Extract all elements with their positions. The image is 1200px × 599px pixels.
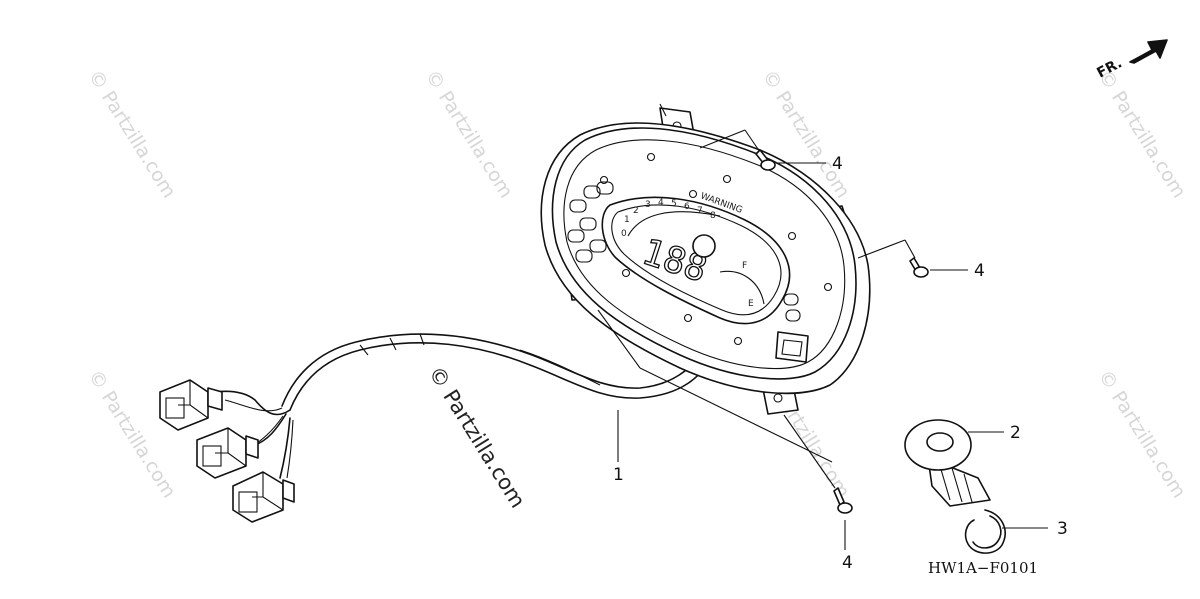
clip [964,509,1006,554]
combination-meter: 0 1 2 3 4 5 6 7 8 WARNING 188 F E [540,107,871,415]
drawing-code: HW1A−F0101 [928,559,1038,577]
brand-logo-icon [775,331,809,363]
callout-screw-bottom: 4 [842,553,853,573]
screw-top-right [755,149,776,171]
callout-clip: 3 [1057,519,1068,539]
right-indicator-lamps [783,293,801,322]
watermark-center: © Partzilla.com [424,362,530,512]
callout-grommet: 2 [1010,423,1021,443]
callout-screw-right: 4 [974,261,985,281]
tach-label-7: 7 [697,206,703,216]
tach-label-4: 4 [658,198,664,208]
watermark-1: © Partzilla.com [84,66,180,202]
tach-label-6: 6 [684,202,690,212]
tach-label-2: 2 [633,206,639,216]
front-direction-indicator: FR. [1094,39,1168,82]
leader-lines [597,103,1048,550]
watermark-7: © Partzilla.com [1094,366,1190,502]
wire-harness [214,333,723,479]
screw-right [909,257,929,278]
tach-label-1: 1 [624,215,630,225]
grommet [904,419,991,507]
watermark-4: © Partzilla.com [1094,66,1190,202]
fuel-gauge: F E [719,261,765,309]
left-indicator-lamps [567,181,614,263]
tach-label-3: 3 [645,200,651,210]
tach-label-0: 0 [621,229,627,239]
select-knob-icon [692,234,716,258]
connector-upper [159,379,223,431]
screw-bottom [833,487,853,514]
connector-lower [232,471,295,523]
tachometer-scale: 0 1 2 3 4 5 6 7 8 [621,198,721,239]
watermark-5: © Partzilla.com [84,366,180,502]
fuel-empty-label: E [748,299,754,309]
tach-label-5: 5 [671,199,677,209]
callout-meter-assembly: 1 [613,465,624,485]
tach-label-8: 8 [710,211,716,221]
connector-middle [196,427,259,479]
watermark-2: © Partzilla.com [421,66,517,202]
direction-arrow-icon [1129,39,1168,64]
fuel-full-label: F [742,261,747,271]
warning-lamp-icon [688,189,698,199]
callout-screw-top-right: 4 [832,154,843,174]
